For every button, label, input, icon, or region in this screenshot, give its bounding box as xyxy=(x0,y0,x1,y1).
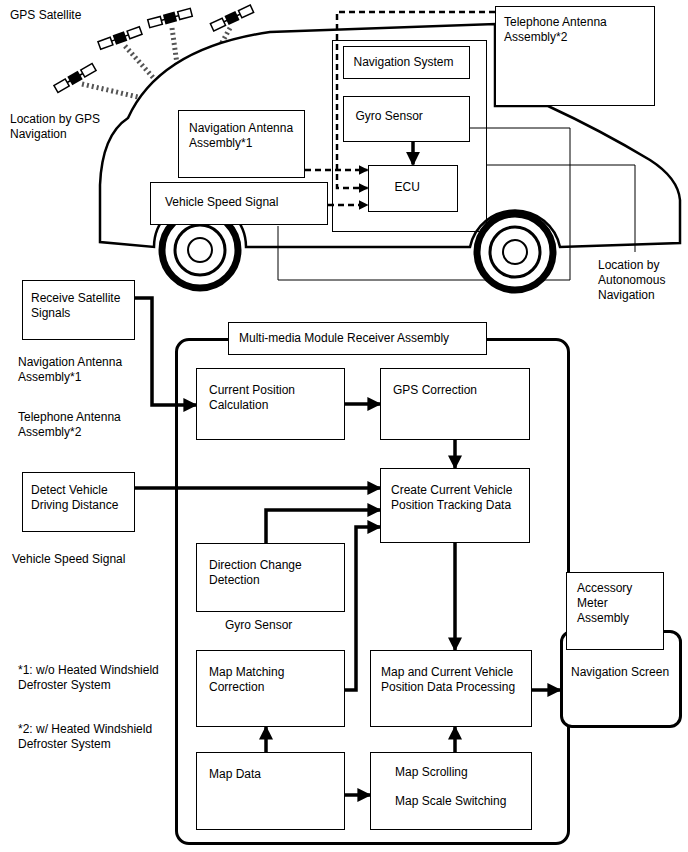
box-label: GPS Correction xyxy=(393,383,517,398)
box-label: Create Current Vehicle Position Tracking… xyxy=(391,483,519,513)
annotation-label: Location by Autonomous Navigation xyxy=(598,258,686,303)
process-box: Navigation Antenna Assembly*1 xyxy=(178,110,305,178)
flow-arrow xyxy=(532,688,560,692)
process-box: Telephone Antenna Assembly*2 xyxy=(495,6,655,106)
process-box: Vehicle Speed Signal xyxy=(150,182,328,225)
annotation-label: *2: w/ Heated Windshield Defroster Syste… xyxy=(18,722,173,752)
satellite xyxy=(53,63,96,94)
flow-arrow xyxy=(135,486,380,490)
flow-arrow xyxy=(345,402,380,406)
heading-box: Accessory Meter Assembly xyxy=(566,572,664,650)
box-label: Map and Current Vehicle Position Data Pr… xyxy=(381,665,521,695)
flow-arrow xyxy=(345,793,370,797)
flow-arrow xyxy=(453,543,457,650)
annotation-label: Vehicle Speed Signal xyxy=(12,552,152,567)
annotation-label: Telephone Antenna Assembly*2 xyxy=(18,410,143,440)
flow-arrow xyxy=(453,727,457,752)
flow-arrow xyxy=(135,298,196,405)
annotation-label: Gyro Sensor xyxy=(225,618,325,633)
box-label: Telephone Antenna Assembly*2 xyxy=(504,15,646,45)
group-box: Multi-media Module Receiver AssemblyCurr… xyxy=(175,338,570,845)
annotation-label: Location by GPS Navigation xyxy=(10,112,120,142)
process-box: GPS Correction xyxy=(380,368,530,440)
box-label: Map Scale Switching xyxy=(395,794,521,809)
box-label: ECU xyxy=(395,180,447,195)
box-label: Navigation Antenna Assembly*1 xyxy=(189,121,294,151)
process-box: Map ScrollingMap Scale Switching xyxy=(370,752,532,830)
satellite xyxy=(147,7,192,28)
box-label: Direction Change Detection xyxy=(209,558,332,588)
process-box: ECU xyxy=(368,165,458,212)
process-box: Map Matching Correction xyxy=(196,650,345,727)
box-label: Navigation Screen xyxy=(571,665,671,680)
box-label: Current Position Calculation xyxy=(209,383,332,413)
connectors xyxy=(135,12,560,795)
flow-arrow xyxy=(453,440,457,468)
box-label: Detect Vehicle Driving Distance xyxy=(31,483,126,513)
box-label: Vehicle Speed Signal xyxy=(165,195,313,210)
annotation-label: Navigation Antenna Assembly*1 xyxy=(18,355,143,385)
heading-box: Navigation System xyxy=(343,46,470,79)
process-box: Map and Current Vehicle Position Data Pr… xyxy=(370,650,532,727)
wheel xyxy=(477,214,553,290)
process-box: Create Current Vehicle Position Tracking… xyxy=(380,468,530,543)
process-box: Receive Satellite Signals xyxy=(22,280,135,340)
process-box: Detect Vehicle Driving Distance xyxy=(22,472,135,532)
satellite xyxy=(98,26,143,50)
box-label: Map Scrolling xyxy=(395,765,521,780)
box-label: Map Matching Correction xyxy=(209,665,332,695)
flow-arrow xyxy=(337,12,495,188)
annotation-label: *1: w/o Heated Windshield Defroster Syst… xyxy=(18,663,173,693)
process-box: Gyro Sensor xyxy=(343,96,470,142)
flow-arrow xyxy=(328,204,368,207)
process-box: Direction Change Detection xyxy=(196,543,345,612)
box-label: Receive Satellite Signals xyxy=(31,291,126,321)
process-box: Map Data xyxy=(196,752,345,830)
box-label: Map Data xyxy=(209,767,332,782)
flow-arrow xyxy=(411,142,415,165)
group-box: Navigation SystemGyro SensorECU xyxy=(332,40,487,232)
satellite xyxy=(210,4,254,32)
heading-box: Multi-media Module Receiver Assembly xyxy=(228,322,487,355)
process-box: Current Position Calculation xyxy=(196,368,345,440)
group-box: Accessory Meter AssemblyNavigation Scree… xyxy=(560,630,682,728)
flow-arrow xyxy=(264,727,268,752)
annotation-label: GPS Satellite xyxy=(10,8,110,23)
box-label: Gyro Sensor xyxy=(356,109,457,124)
